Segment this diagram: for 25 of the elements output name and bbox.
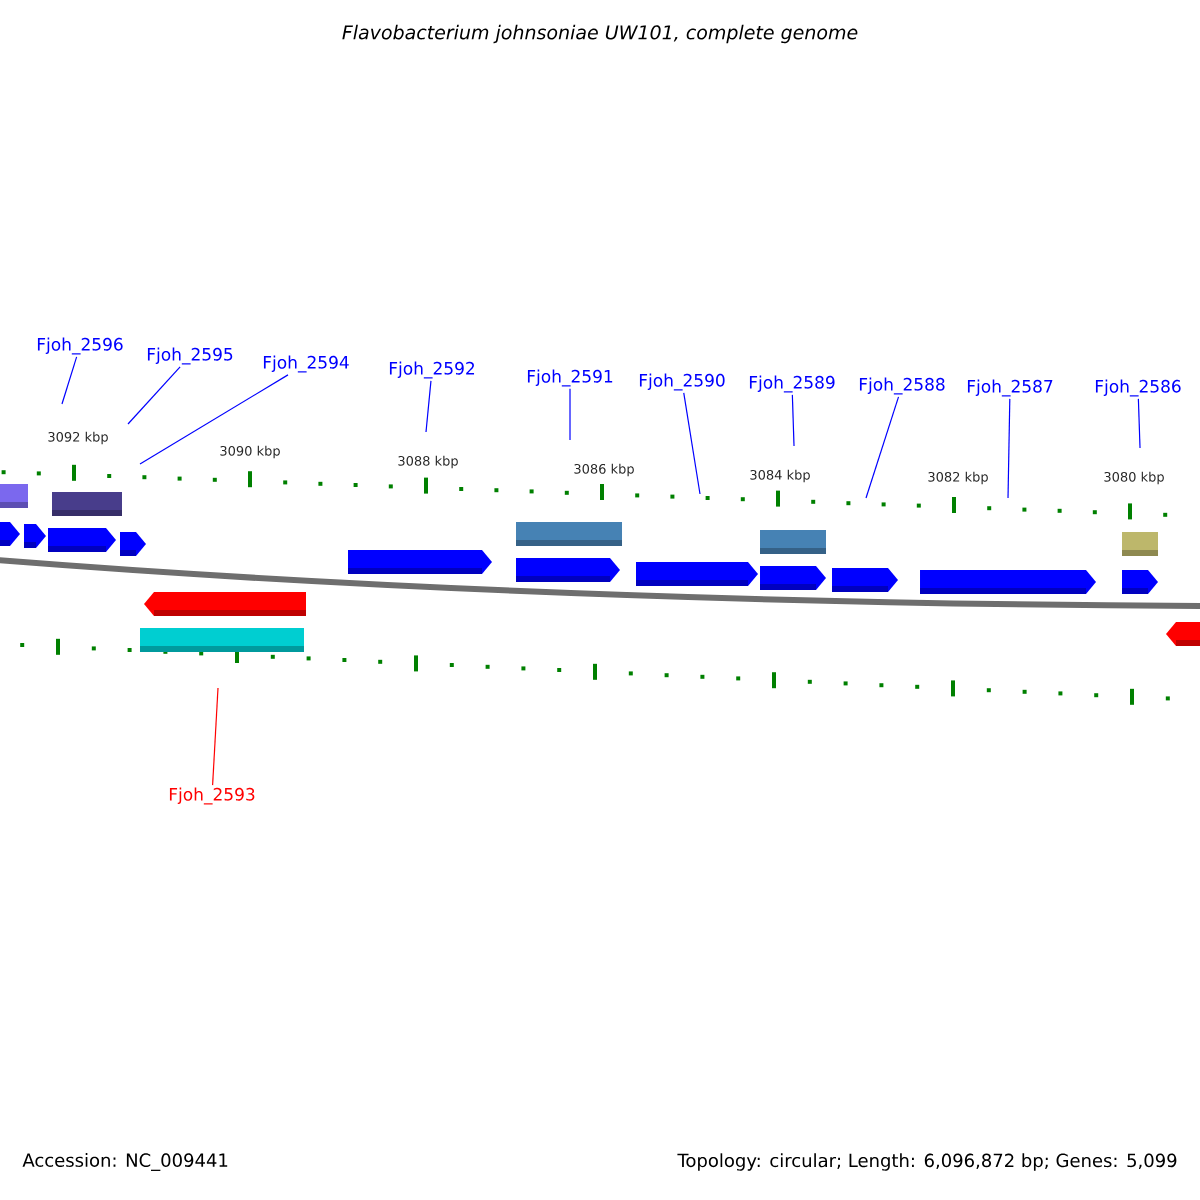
gene-label: Fjoh_2595 xyxy=(147,347,233,365)
gene-label: Fjoh_2589 xyxy=(749,375,835,393)
leader-line xyxy=(865,396,900,499)
leader-line xyxy=(1007,398,1011,499)
footer-text: Accession: NC_009441 xyxy=(22,1153,228,1171)
gene-label: Fjoh_2587 xyxy=(967,379,1053,397)
leader-line xyxy=(791,394,795,447)
title: Flavobacterium johnsoniae UW101, complete genome xyxy=(342,24,858,44)
gene-label: Fjoh_2591 xyxy=(527,369,613,387)
leader-line xyxy=(127,366,181,425)
leader-line xyxy=(1137,398,1141,449)
gene-label: Fjoh_2594 xyxy=(263,355,349,373)
leader-line xyxy=(569,388,571,441)
leader-line xyxy=(212,687,219,786)
gene-label: Fjoh_2586 xyxy=(1095,379,1181,397)
gene-label: Fjoh_2596 xyxy=(37,337,123,355)
gene-label: Fjoh_2592 xyxy=(389,361,475,379)
leader-line xyxy=(61,356,78,405)
gene-label: Fjoh_2588 xyxy=(859,377,945,395)
leader-line xyxy=(683,392,701,495)
footer-text: Topology: circular; Length: 6,096,872 bp; Genes: 5,099 xyxy=(677,1153,1177,1171)
leader-line xyxy=(139,374,289,465)
gene-label: Fjoh_2590 xyxy=(639,373,725,391)
leader-line xyxy=(425,380,432,433)
gene-label: Fjoh_2593 xyxy=(169,787,255,805)
